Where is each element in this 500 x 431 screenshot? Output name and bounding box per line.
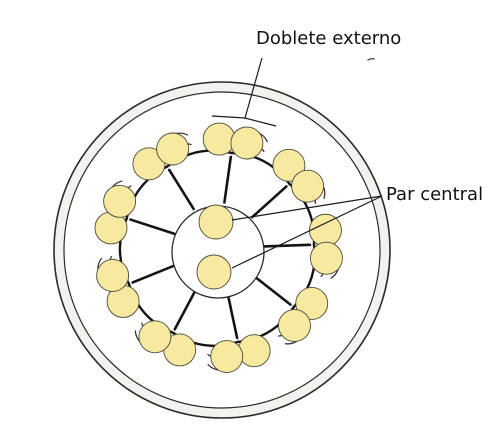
radial-spoke — [167, 168, 195, 211]
central-pair-leader-lower — [231, 195, 383, 269]
radial-spoke — [223, 155, 233, 204]
doublet-tubule-a — [132, 147, 166, 181]
outer-doublet — [278, 287, 329, 342]
doublet-tubule-a — [237, 334, 271, 368]
radial-spoke — [173, 287, 198, 331]
outer-doublet — [132, 132, 190, 181]
outer-doublet — [202, 122, 264, 160]
central-pair-label: Par central — [386, 184, 483, 205]
doublet-tubule-a — [295, 287, 329, 320]
doublet-tubule-b — [278, 309, 311, 342]
doublet-tubule-a — [272, 148, 306, 182]
outer-doublets — [94, 122, 343, 374]
radial-spoke — [226, 291, 239, 340]
doublet-tubule-b — [103, 184, 137, 218]
doublet-tubule-b — [309, 241, 343, 275]
outer-doublet — [138, 320, 197, 367]
outer-doublet — [308, 213, 343, 275]
doublet-tubule-b — [156, 132, 190, 166]
outer-doublet — [94, 184, 137, 245]
stray-mark — [367, 58, 375, 61]
outer-doublet — [272, 148, 325, 203]
radial-spoke — [129, 218, 176, 236]
central-tubule-lower — [196, 254, 232, 290]
radial-spoke — [250, 185, 288, 219]
central-tubule-upper — [198, 204, 234, 240]
outer-doublet-leader-bracket — [244, 117, 277, 127]
outer-doublet — [96, 259, 140, 318]
central-pair — [196, 204, 234, 290]
doublet-tubule-b — [230, 126, 264, 160]
doublet-tubule-b — [291, 169, 325, 203]
doublet-tubule-a — [308, 213, 342, 247]
doublet-tubule-a — [202, 122, 236, 156]
radial-spoke — [252, 275, 292, 306]
outer-doublet — [210, 334, 271, 374]
radial-spoke — [131, 263, 177, 284]
radial-spoke — [262, 243, 312, 248]
doublet-tubule-b — [138, 320, 172, 354]
radial-spokes — [129, 155, 312, 340]
central-pair-leader-upper — [231, 195, 383, 221]
doublet-tubule-b — [210, 340, 244, 374]
doublet-tubule-b — [96, 259, 130, 292]
outer-doublet-label: Doblete externo — [256, 28, 401, 49]
